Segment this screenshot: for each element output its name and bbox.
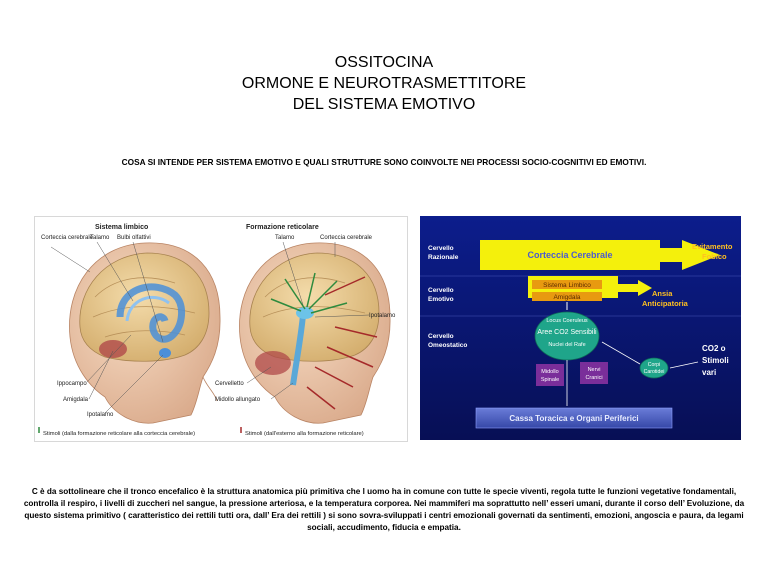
label-cervello-razionale-2: Razionale xyxy=(428,254,459,261)
corpi-label-1: Corpi xyxy=(648,362,660,368)
label-cervello-emotivo-1: Cervello xyxy=(428,287,454,294)
ansia-label-2: Anticipatoria xyxy=(642,299,689,308)
brain-hierarchy-svg: Cervello Razionale Cervello Emotivo Cerv… xyxy=(420,216,741,440)
cassa-toracica-box xyxy=(475,407,673,429)
label-ippocampo: Ippocampo xyxy=(57,381,87,387)
brain-anatomy-illustration: Sistema limbico Formazione reticolare xyxy=(38,224,396,437)
label-cervello-omeostatico-2: Omeostatico xyxy=(428,342,467,349)
midollo-spinale-box xyxy=(536,364,564,386)
cassa-toracica-label: Cassa Toracica e Organi Periferici xyxy=(509,414,638,423)
title-line-3: DEL SISTEMA EMOTIVO xyxy=(292,96,476,113)
label-ipotalamo-1: Ipotalamo xyxy=(87,412,114,418)
corpi-label-2: Carotidei xyxy=(644,369,665,375)
locus-coeruleus-label: Locus Coeruleus xyxy=(546,318,588,324)
nuclei-rafe-label: Nuclei del Rafe xyxy=(548,342,585,348)
label-corteccia-cerebrale-2: Corteccia cerebrale xyxy=(320,235,373,241)
aree-co2-label: Aree CO2 Sensibili xyxy=(537,329,597,336)
midollo-label-2: Spinale xyxy=(541,377,559,383)
label-talamo-1: Talamo xyxy=(90,235,110,241)
legend-green: Stimoli (dalla formazione reticolare all… xyxy=(43,431,195,437)
brain-anatomy-figure: Sistema limbico Formazione reticolare xyxy=(34,216,408,442)
nervi-cranici-box xyxy=(580,362,608,384)
title-line-1: OSSITOCINA xyxy=(334,54,434,71)
label-ipotalamo-2: Ipotalamo xyxy=(369,313,396,319)
nervi-label-1: Nervi xyxy=(588,367,601,373)
evitamento-label-1: Evitamento xyxy=(692,242,733,251)
evitamento-label-2: Fobico xyxy=(702,252,727,261)
ansia-label-1: Ansia xyxy=(652,289,673,298)
corteccia-cerebrale-box xyxy=(480,240,682,270)
label-talamo-2: Talamo xyxy=(275,235,295,241)
label-corteccia-cerebrale-1: Corteccia cerebrale xyxy=(41,235,94,241)
co2-label-1: CO2 o xyxy=(702,344,726,353)
legend-red: Stimoli (dall'esterno alla formazione re… xyxy=(245,431,364,437)
label-cervello-razionale-1: Cervello xyxy=(428,245,454,252)
label-midollo-allungato: Midollo allungato xyxy=(215,397,261,403)
limbic-system-title: Sistema limbico xyxy=(95,224,148,231)
co2-label-2: Stimoli xyxy=(702,356,729,365)
limbic-head-illustration xyxy=(69,242,221,424)
label-cervelletto: Cervelletto xyxy=(215,381,244,387)
sistema-limbico-label: Sistema Limbico xyxy=(543,282,591,289)
title-line-2: ORMONE E NEUROTRASMETTITORE xyxy=(241,75,527,92)
corpi-carotidei-ellipse xyxy=(639,357,669,379)
nervi-label-2: Cranici xyxy=(585,375,602,381)
brain-hierarchy-diagram: Cervello Razionale Cervello Emotivo Cerv… xyxy=(420,216,741,440)
midollo-label-1: Midollo xyxy=(541,369,558,375)
amigdala-diagram-label: Amigdala xyxy=(553,294,580,301)
co2-label-3: vari xyxy=(702,368,716,377)
label-amigdala: Amigdala xyxy=(63,397,89,403)
corteccia-cerebrale-label: Corteccia Cerebrale xyxy=(527,250,612,260)
label-cervello-omeostatico-1: Cervello xyxy=(428,333,454,340)
reticular-head-illustration xyxy=(239,242,391,424)
reticular-formation-title: Formazione reticolare xyxy=(246,224,319,231)
slide-subtitle: COSA SI INTENDE PER SISTEMA EMOTIVO E QU… xyxy=(121,157,647,167)
label-cervello-emotivo-2: Emotivo xyxy=(428,296,454,303)
slide-caption: C è da sottolineare che il tronco encefa… xyxy=(23,487,745,532)
slide-title: OSSITOCINA ORMONE E NEUROTRASMETTITORE D… xyxy=(0,52,768,115)
label-bulbi-olfattivi: Bulbi olfattivi xyxy=(117,235,151,241)
